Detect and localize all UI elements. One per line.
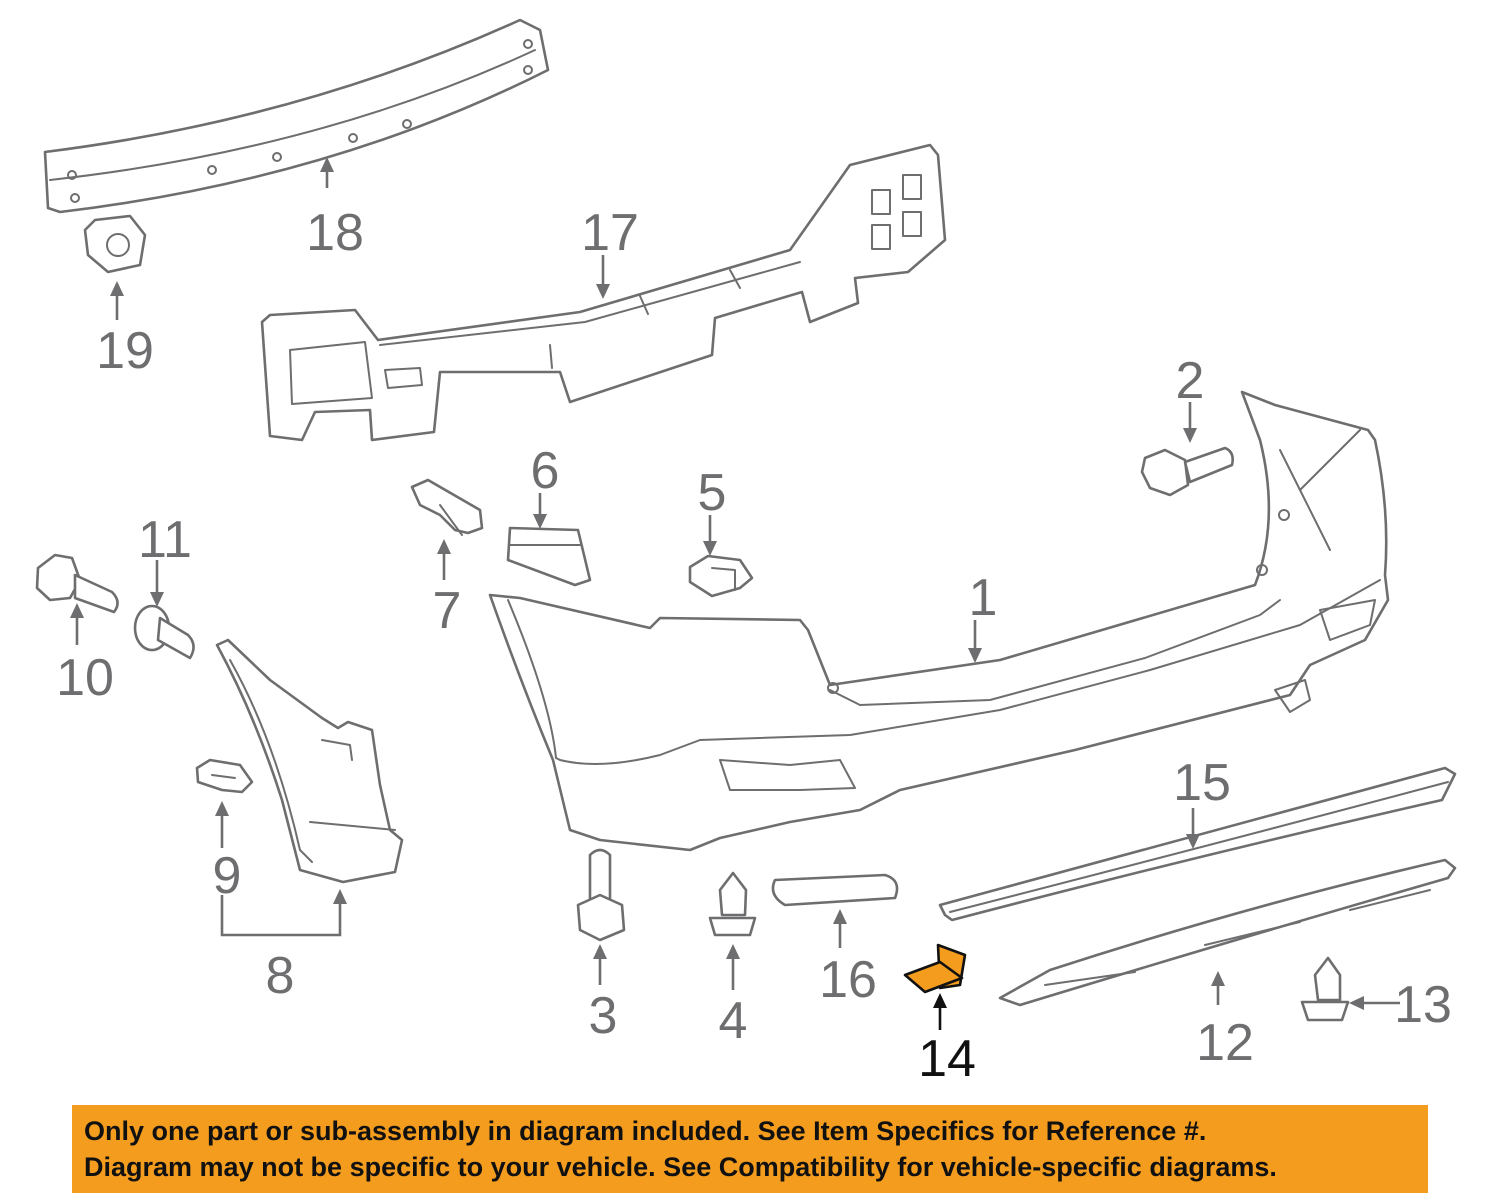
part-11-push-clip <box>133 604 195 660</box>
callout-13: 13 <box>1394 976 1452 1034</box>
part-6-bracket <box>506 526 592 587</box>
part-12-lower-garnish <box>998 858 1457 1007</box>
part-14-highlighted-bracket <box>903 943 967 994</box>
part-13-push-clip <box>1300 956 1350 1022</box>
callout-1: 1 <box>969 569 998 627</box>
part-16-reflector <box>771 873 899 907</box>
callout-14: 14 <box>918 1030 976 1088</box>
callout-12: 12 <box>1196 1014 1254 1072</box>
part-19-nut <box>83 214 147 274</box>
callout-5: 5 <box>698 464 727 522</box>
part-2-bolt <box>1140 446 1234 497</box>
callout-15: 15 <box>1173 754 1231 812</box>
callout-11: 11 <box>138 511 192 569</box>
callout-8: 8 <box>266 947 295 1005</box>
callout-9: 9 <box>213 847 242 905</box>
callout-3: 3 <box>589 987 618 1045</box>
part-5-clip <box>688 554 754 598</box>
callout-17: 17 <box>581 204 639 262</box>
part-18-reinforcement-bar <box>43 18 550 214</box>
part-15-moulding <box>938 766 1457 922</box>
callout-18: 18 <box>306 204 364 262</box>
callout-labels: 18 19 17 2 6 5 7 1 11 10 9 8 3 4 16 15 1… <box>56 204 1452 1088</box>
notice-line-2: Diagram may not be specific to your vehi… <box>84 1152 1277 1182</box>
callout-10: 10 <box>56 649 114 707</box>
callout-19: 19 <box>96 322 154 380</box>
part-7-bracket <box>410 478 484 536</box>
callout-2: 2 <box>1176 352 1205 410</box>
callout-7: 7 <box>433 582 462 640</box>
part-8-side-bracket <box>215 638 404 884</box>
part-3-bolt <box>576 848 626 942</box>
part-1-bumper-cover <box>488 390 1390 852</box>
part-10-bolt <box>35 553 119 614</box>
callout-arrows <box>70 157 1400 1030</box>
part-4-push-clip <box>708 871 757 937</box>
callout-4: 4 <box>719 992 748 1050</box>
part-9-bracket <box>195 758 254 794</box>
part-17-energy-absorber <box>260 143 947 442</box>
callout-16: 16 <box>819 951 877 1009</box>
callout-6: 6 <box>531 442 560 500</box>
notice-line-1: Only one part or sub-assembly in diagram… <box>84 1116 1207 1146</box>
notice-banner: Only one part or sub-assembly in diagram… <box>72 1105 1428 1193</box>
